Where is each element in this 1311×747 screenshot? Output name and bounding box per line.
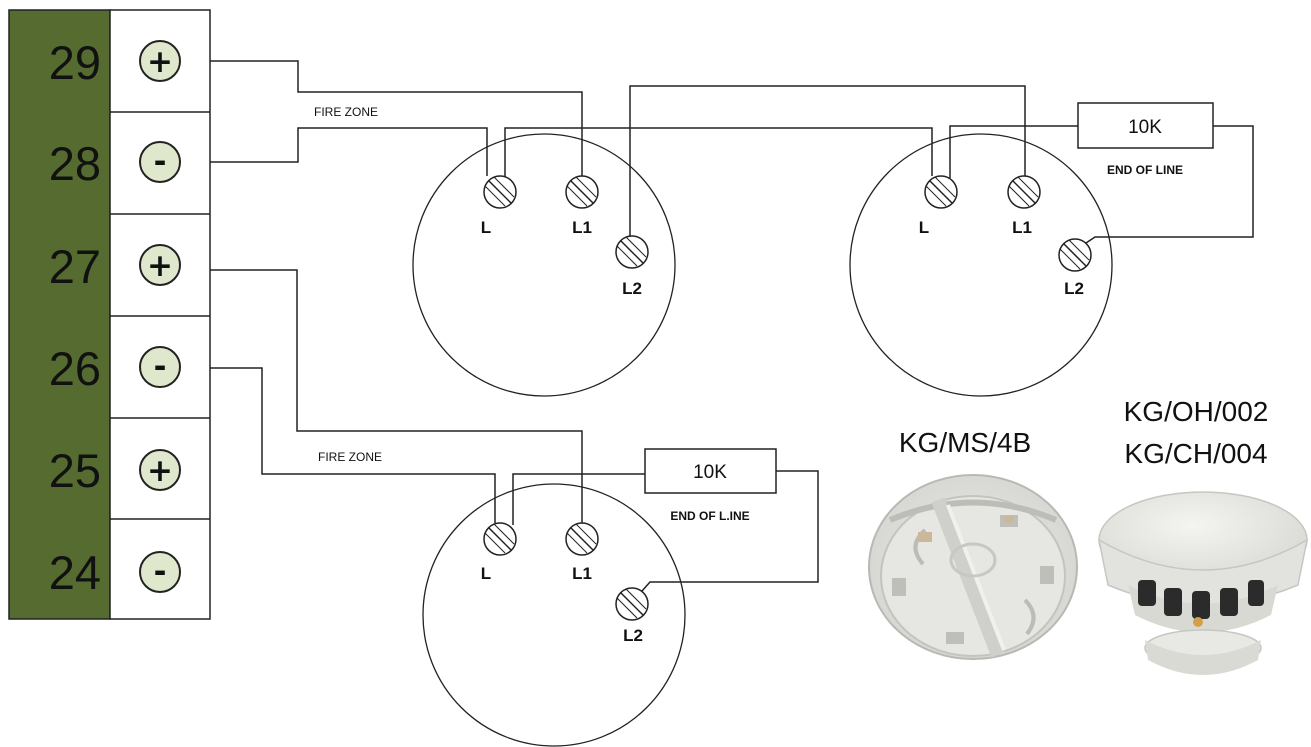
base-labels-top-right: L L1 L2 <box>919 218 1084 298</box>
minus-icon <box>139 551 181 593</box>
wire-l-top-right-to-resistor <box>949 125 1078 178</box>
wire-resistor-to-l2-top-right <box>1085 125 1254 244</box>
terminal-sign: - <box>154 349 167 385</box>
wire-28-to-l <box>210 127 488 176</box>
screw-icon <box>565 522 599 556</box>
terminal-number: 27 <box>49 240 101 293</box>
wire-resistor-to-l2-bottom <box>641 470 819 592</box>
label-l1: L1 <box>1012 218 1032 237</box>
plus-icon <box>139 244 181 286</box>
minus-icon <box>139 141 181 183</box>
resistor-value: 10K <box>1128 117 1162 138</box>
detector-base-outline-bottom <box>422 483 686 747</box>
label-l: L <box>919 218 929 237</box>
terminal-sign: - <box>154 554 167 590</box>
wire-l2-top-left-to-l1-top-right <box>629 85 1026 236</box>
detector-base-outline-top-left <box>412 133 676 397</box>
wire-26-to-l <box>210 367 496 523</box>
screw-icon <box>924 175 958 209</box>
terminal-number: 28 <box>49 137 101 190</box>
resistor-body <box>1077 102 1214 149</box>
resistor-value: 10K <box>693 462 727 483</box>
label-l1: L1 <box>572 564 592 583</box>
label-l1: L1 <box>572 218 592 237</box>
screw-icon <box>483 522 517 556</box>
terminal-24: 24 - <box>49 546 181 599</box>
minus-icon <box>139 346 181 388</box>
terminal-number: 26 <box>49 342 101 395</box>
label-l2: L2 <box>622 279 642 298</box>
label-l: L <box>481 564 491 583</box>
screw-icon <box>565 175 599 209</box>
terminal-sign: + <box>147 453 173 489</box>
terminal-separators <box>110 111 210 520</box>
terminal-28: 28 - <box>49 137 181 190</box>
terminal-sign: + <box>147 44 173 80</box>
screw-terminals <box>483 175 1092 621</box>
terminal-sign: + <box>147 248 173 284</box>
terminal-number: 24 <box>49 546 101 599</box>
detector-base-outline-top-right <box>849 133 1113 397</box>
base-labels-bottom: L L1 L2 <box>481 564 643 645</box>
label-l: L <box>481 218 491 237</box>
plus-icon <box>139 40 181 82</box>
terminal-block: 29 + 28 - 27 + 26 - 25 + 24 <box>8 9 211 620</box>
end-of-line-label: END OF L.INE <box>670 509 749 523</box>
detector-base-photo <box>868 474 1078 660</box>
wire-l-top-left-to-l-top-right <box>504 127 933 178</box>
terminal-number: 29 <box>49 36 101 89</box>
label-l2: L2 <box>1064 279 1084 298</box>
terminal-block-band <box>8 9 111 620</box>
end-of-line-label: END OF LINE <box>1107 163 1183 177</box>
terminal-number: 25 <box>49 444 101 497</box>
terminal-29: 29 + <box>49 36 181 89</box>
screw-icon <box>615 235 649 269</box>
terminal-sign: - <box>154 144 167 180</box>
terminal-26: 26 - <box>49 342 181 395</box>
resistor-top: 10K END OF LINE <box>1077 102 1214 177</box>
wire-27-to-l1 <box>210 269 583 523</box>
screw-icon <box>1058 238 1092 272</box>
zone-label-top: FIRE ZONE <box>314 105 378 119</box>
terminal-27: 27 + <box>49 240 181 293</box>
screw-icon <box>615 587 649 621</box>
resistor-bottom: 10K END OF L.INE <box>644 448 777 523</box>
terminal-25: 25 + <box>49 444 181 497</box>
detector-head-photo <box>1097 491 1309 675</box>
wire-29-to-l1 <box>210 60 583 176</box>
wire-l-bottom-to-resistor <box>512 473 645 525</box>
zone-label-bottom: FIRE ZONE <box>318 450 382 464</box>
resistor-body <box>644 448 777 494</box>
screw-icon <box>483 175 517 209</box>
base-model-label: KG/MS/4B <box>899 427 1031 458</box>
detector-model-label-2: KG/CH/004 <box>1124 438 1267 469</box>
base-labels-top-left: L L1 L2 <box>481 218 642 298</box>
plus-icon <box>139 449 181 491</box>
detector-model-label-1: KG/OH/002 <box>1124 396 1269 427</box>
screw-icon <box>1007 175 1041 209</box>
label-l2: L2 <box>623 626 643 645</box>
wiring <box>210 60 1254 592</box>
terminal-block-body <box>109 9 211 620</box>
